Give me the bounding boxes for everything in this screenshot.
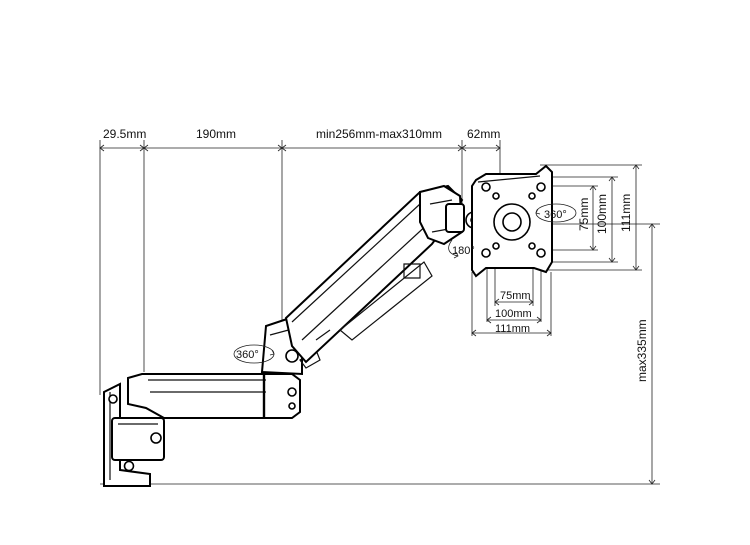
- top-dimension-chain: 29.5mm 190mm min256mm-max310mm 62mm: [99, 127, 501, 395]
- dimension-wall-offset: 29.5mm: [103, 127, 146, 141]
- rotation-plate-label: 360°: [544, 209, 567, 221]
- dimension-height-max: max335mm: [635, 319, 649, 382]
- dimension-plate-width: 111mm: [495, 323, 530, 335]
- dimension-vesa-small-horizontal: 75mm: [500, 290, 531, 302]
- dimension-arm-segment-1: 190mm: [196, 127, 236, 141]
- rotation-elbow-label: 360°: [236, 349, 259, 361]
- head-joint: [419, 184, 483, 246]
- dimension-plate-height: 111mm: [619, 194, 633, 232]
- dimension-vesa-small-vertical: 75mm: [577, 198, 591, 231]
- wall-bracket: [103, 382, 165, 487]
- rotation-indicators: 360° 180° 360°: [233, 203, 577, 364]
- height-dimension: max335mm: [100, 223, 660, 485]
- plate-horizontal-dimensions: 75mm 100mm 111mm: [471, 250, 552, 337]
- dimension-vesa-large-vertical: 100mm: [595, 194, 609, 234]
- dimension-head-offset: 62mm: [467, 127, 500, 141]
- vesa-plate: [471, 164, 553, 278]
- lower-arm: [127, 373, 301, 419]
- rotation-head-label: 180°: [452, 245, 475, 257]
- dimension-vesa-large-horizontal: 100mm: [495, 308, 532, 320]
- dimension-arm-segment-2: min256mm-max310mm: [316, 127, 442, 141]
- plate-vertical-dimensions: 111mm 100mm 75mm: [540, 164, 642, 271]
